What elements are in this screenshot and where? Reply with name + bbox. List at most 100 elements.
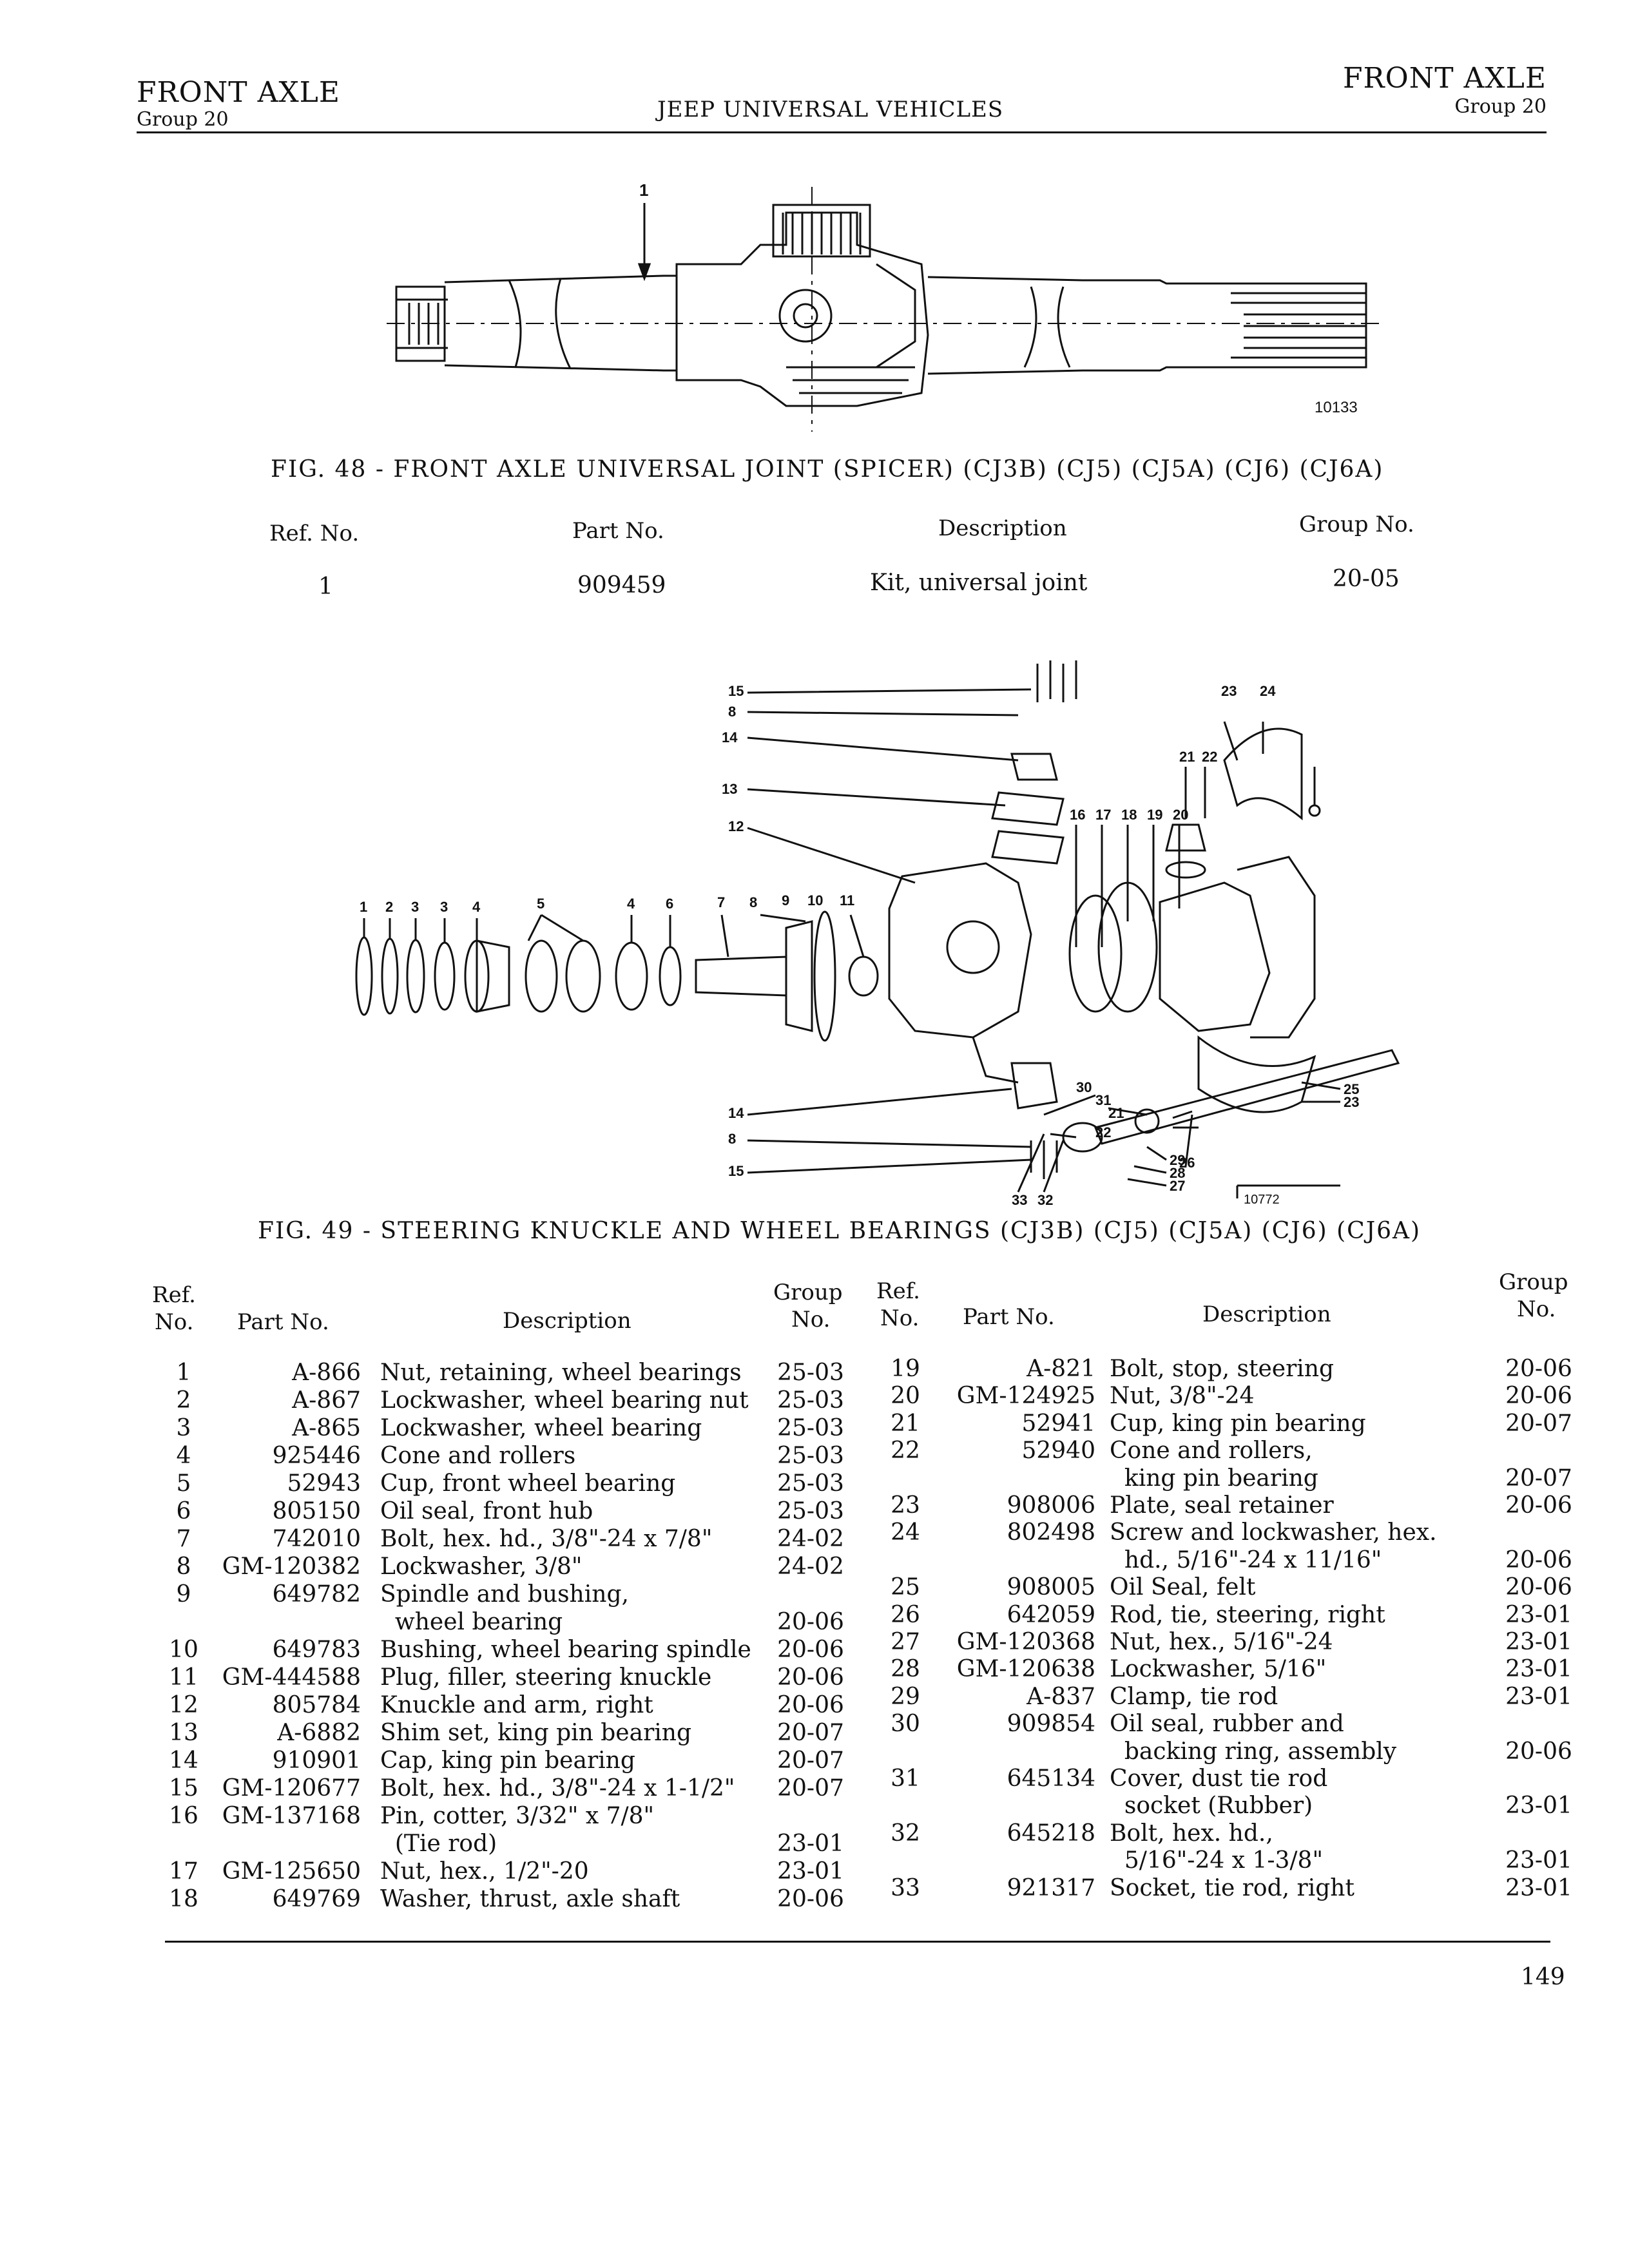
parts-row-ref-no: 2 [176,1387,191,1414]
fig49-callout: 26 [1179,1155,1195,1171]
parts-row-right-part-no: 909854 [1007,1711,1095,1738]
parts-row-right-part-no: 52940 [1021,1437,1095,1465]
fig49-callout: 3 [411,899,419,915]
parts-row-right-group-no: 23-01 [1505,1792,1572,1820]
parts-row-part-no: 52943 [287,1470,361,1497]
fig49-callout: 23 [1344,1094,1359,1110]
parts-row-description: Lockwasher, 3/8" [380,1553,583,1580]
parts-row-ref-no: 17 [169,1858,198,1885]
parts-row-right-part-no: 645218 [1007,1820,1095,1847]
parts-row-group-no: 25-03 [777,1443,844,1469]
fig49-callout: 32 [1037,1192,1053,1205]
parts-row-group-no: 25-03 [777,1498,844,1524]
parts-row-right-ref-no: 30 [891,1711,920,1738]
parts-row-right-ref-no: 23 [891,1492,920,1519]
footer-rule [165,1941,1550,1943]
parts-row-part-no: 805150 [272,1498,361,1524]
parts-row-part-no: A-6882 [277,1720,361,1746]
parts-row-right-part-no: 921317 [1007,1874,1095,1901]
fig49-callout: 33 [1012,1192,1027,1205]
fig49-header-ref-line2: No. [155,1309,194,1335]
parts-row-group-no: 20-07 [777,1747,844,1774]
parts-row-description: Nut, hex., 1/2"-20 [380,1858,589,1885]
parts-row-part-no: 649783 [272,1637,361,1663]
fig49-callout: 22 [1095,1124,1111,1140]
parts-row-description: Lockwasher, wheel bearing nut [380,1387,749,1414]
fig49-callout: 15 [728,683,744,699]
parts-row-right-ref-no: 19 [891,1356,920,1382]
fig49-callout: 19 [1147,807,1162,823]
parts-row-part-no: 649769 [272,1886,361,1912]
fig48-header-part: Part No. [572,518,664,544]
header-rule [137,131,1547,133]
page-header-center: JEEP UNIVERSAL VEHICLES [657,97,1004,122]
parts-row-right-group-no: 23-01 [1505,1847,1572,1874]
fig49-header-group-line2: No. [791,1307,831,1332]
parts-row-group-no: 20-06 [777,1609,844,1635]
parts-row-right-group-no: 23-01 [1505,1656,1572,1683]
fig49-callout: 1 [360,899,367,915]
parts-row-description: Bolt, hex. hd., 3/8"-24 x 7/8" [380,1526,713,1552]
fig49-callout: 15 [728,1163,744,1179]
parts-row-ref-no: 14 [169,1747,198,1774]
fig48-row-ref: 1 [318,573,333,600]
fig49-callout: 8 [749,894,757,910]
parts-row-right-description: Nut, 3/8"-24 [1110,1383,1255,1410]
fig49-callout: 31 [1095,1092,1111,1108]
parts-row-part-no: 649782 [272,1581,361,1608]
parts-row-description: (Tie rod) [380,1831,497,1857]
parts-row-right-group-no: 23-01 [1505,1874,1572,1901]
parts-row-ref-no: 11 [169,1664,198,1691]
fig49-callout: 14 [728,1105,744,1121]
parts-row-part-no: 805784 [272,1692,361,1718]
parts-row-group-no: 25-03 [777,1470,844,1497]
parts-row-group-no: 24-02 [777,1526,844,1552]
parts-row-right-group-no: 20-06 [1505,1383,1572,1410]
right-section-title: FRONT AXLE [1342,62,1547,95]
parts-row-part-no: GM-125650 [222,1858,361,1885]
fig49-header-part-right: Part No. [963,1304,1055,1330]
fig49-callout: 2 [385,899,393,915]
parts-row-group-no: 23-01 [777,1858,844,1885]
parts-row-description: Pin, cotter, 3/32" x 7/8" [380,1803,655,1829]
fig49-callout: 23 [1221,683,1237,699]
parts-row-right-ref-no: 24 [891,1519,920,1546]
parts-row-ref-no: 4 [176,1443,191,1469]
fig49-header-part: Part No. [237,1309,329,1335]
parts-row-group-no: 25-03 [777,1415,844,1441]
parts-row-ref-no: 3 [176,1415,191,1441]
parts-row-ref-no: 6 [176,1498,191,1524]
parts-row-ref-no: 1 [176,1360,191,1386]
parts-row-group-no: 25-03 [777,1387,844,1414]
parts-row-ref-no: 18 [169,1886,198,1912]
fig48-header-ref: Ref. No. [269,521,360,546]
parts-row-description: wheel bearing [380,1609,563,1635]
fig48-row-description: Kit, universal joint [870,570,1088,596]
fig49-callout: 24 [1260,683,1276,699]
parts-row-group-no: 23-01 [777,1831,844,1857]
parts-row-right-ref-no: 21 [891,1410,920,1437]
parts-row-right-part-no: GM-120368 [956,1629,1095,1655]
fig49-header-ref-line1: Ref. [152,1282,196,1308]
parts-row-right-group-no: 23-01 [1505,1629,1572,1655]
fig49-header-description-right: Description [1202,1302,1331,1327]
parts-row-ref-no: 10 [169,1637,198,1663]
parts-row-right-part-no: 52941 [1021,1410,1095,1437]
fig49-callout: 7 [717,894,725,910]
fig49-callout: 4 [627,896,635,912]
parts-row-right-description: Cup, king pin bearing [1110,1410,1366,1437]
fig48-row-part: 909459 [577,572,666,599]
fig49-header-group-line2-right: No. [1517,1296,1556,1322]
fig49-figure-code: 10772 [1244,1193,1280,1205]
parts-row-part-no: 910901 [272,1747,361,1774]
fig48-figure-code: 10133 [1315,399,1358,416]
parts-row-part-no: A-865 [292,1415,361,1441]
parts-row-right-group-no: 20-06 [1505,1356,1572,1382]
fig49-callout: 14 [722,729,738,745]
page-number: 149 [1521,1964,1565,1990]
fig48-row-group: 20-05 [1333,566,1400,592]
fig49-callout: 22 [1202,749,1217,765]
parts-row-description: Lockwasher, wheel bearing [380,1415,702,1441]
parts-row-right-ref-no: 22 [891,1437,920,1465]
parts-row-group-no: 20-06 [777,1692,844,1718]
